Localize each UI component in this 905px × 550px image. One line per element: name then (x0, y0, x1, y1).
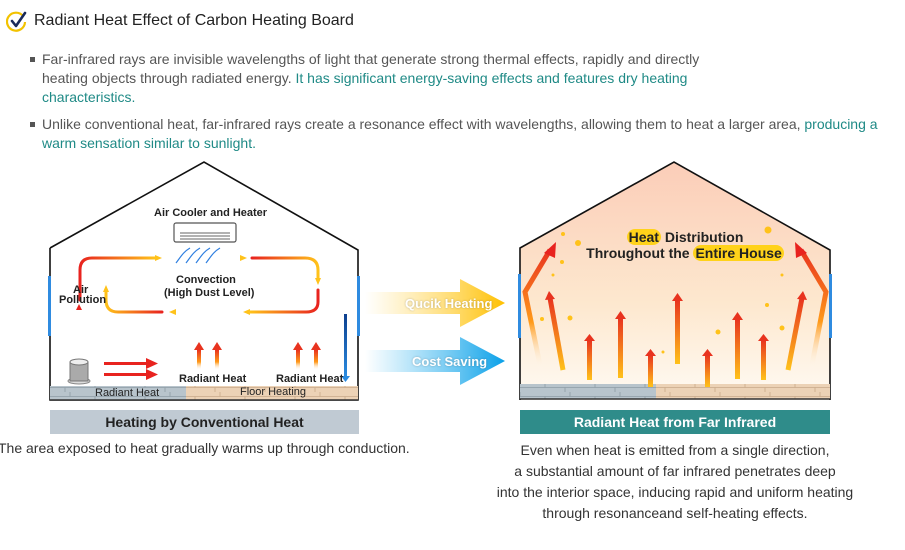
vertical-rays (584, 293, 769, 387)
throughout-text: Throughout the (586, 245, 694, 261)
convection-label: Convection (176, 274, 236, 286)
pollution-label-2: Pollution (59, 294, 107, 306)
heater-icon (67, 358, 91, 385)
cold-air-arrowhead (341, 376, 350, 382)
floor-right-label: Floor Heating (240, 386, 307, 398)
convection-sub-label: (High Dust Level) (164, 287, 255, 299)
section-title: Radiant Heat Effect of Carbon Heating Bo… (34, 12, 354, 29)
house-fill (520, 162, 830, 400)
airflow-icon (175, 247, 221, 264)
pollution-label-1: Air (73, 284, 89, 296)
bullet-text: Far-infrared rays are invisible waveleng… (42, 51, 700, 86)
bullet-highlight: It has significant energy-saving effects… (42, 70, 688, 105)
window-right (357, 276, 360, 336)
bullet-list: Far-infrared rays are invisible waveleng… (30, 50, 900, 161)
far-infrared-house (518, 161, 832, 400)
cost-saving-arrow (365, 337, 505, 385)
window-left (518, 274, 521, 338)
floor-left-label: Radiant Heat (95, 387, 160, 399)
bullet-text: Unlike conventional heat, far-infrared r… (42, 116, 805, 132)
quick-heating-arrow (365, 279, 505, 327)
distribution-text: Distribution (660, 229, 744, 245)
conventional-house (48, 161, 360, 401)
radiant-heat-label: Radiant Heat (179, 373, 247, 385)
check-circle-icon (6, 11, 27, 32)
bullet-item: Unlike conventional heat, far-infrared r… (30, 115, 892, 153)
description-line: into the interior space, inducing rapid … (496, 484, 854, 500)
floor-stone (520, 384, 656, 399)
far-infrared-description: Even when heat is emitted from a single … (470, 440, 880, 524)
floor-radiant-arrows (194, 342, 321, 370)
heat-highlight: Heat (626, 229, 661, 245)
far-infrared-caption: Radiant Heat from Far Infrared (520, 410, 830, 434)
air-unit-label: Air Cooler and Heater (154, 207, 268, 219)
cost-saving-label: Cost Saving (412, 354, 488, 369)
floor-wood (186, 386, 358, 400)
entire-house-highlight: Entire House (693, 245, 784, 261)
convection-loop (76, 255, 321, 352)
floor-stone (50, 386, 186, 400)
section-header: Radiant Heat Effect of Carbon Heating Bo… (6, 10, 354, 32)
infrared-rays (522, 242, 829, 371)
description-line: a substantial amount of far infrared pen… (514, 463, 836, 479)
window-right (829, 274, 832, 338)
heat-distribution-heading: Heat Distribution Throughout the Entire … (560, 229, 810, 261)
bullet-highlight: producing a warm sensation similar to su… (42, 116, 878, 151)
conventional-heat-description: The area exposed to heat gradually warms… (0, 440, 410, 456)
heater-radiant-arrows (104, 358, 158, 380)
air-conditioner-icon (173, 222, 237, 243)
window-left (48, 276, 51, 336)
conventional-heat-caption: Heating by Conventional Heat (50, 410, 359, 434)
cold-air-arrow (344, 314, 347, 376)
description-line: Even when heat is emitted from a single … (520, 442, 830, 458)
floor-wood (656, 384, 830, 399)
radiant-heat-label: Radiant Heat (276, 373, 344, 385)
description-line: through resonanceand self-heating effect… (542, 505, 808, 521)
bullet-item: Far-infrared rays are invisible waveleng… (30, 50, 732, 107)
quick-heating-label: Qucik Heating (405, 296, 493, 311)
